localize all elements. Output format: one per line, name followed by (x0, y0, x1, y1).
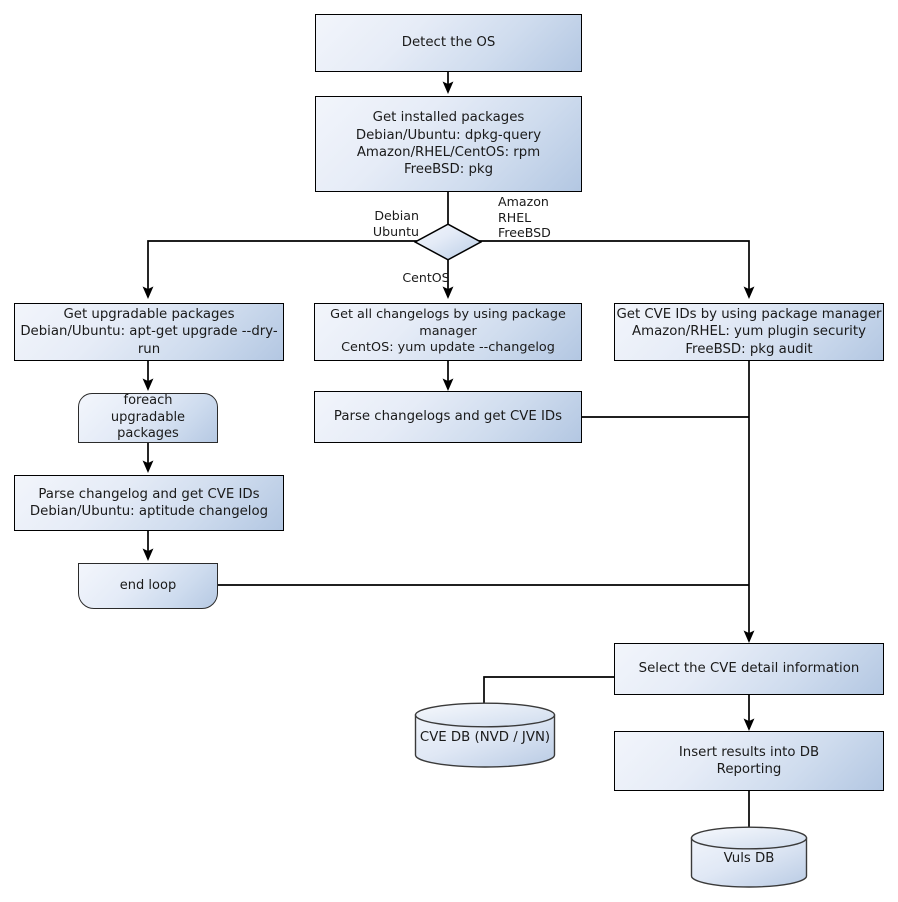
edge-decision-to-upgradable (142, 240, 420, 300)
node-insert-results[interactable]: Insert results into DB Reporting (614, 731, 884, 791)
node-detect-os[interactable]: Detect the OS (315, 14, 582, 72)
node-detect-os-label: Detect the OS (401, 35, 496, 51)
node-get-all-changelogs-label: Get all changelogs by using package mana… (330, 307, 566, 356)
node-get-cve-ids-package-manager[interactable]: Get CVE IDs by using package manager Ama… (614, 303, 884, 361)
node-get-all-changelogs[interactable]: Get all changelogs by using package mana… (314, 303, 582, 361)
edge-label-centos: CentOS (402, 270, 450, 285)
node-cve-db-label: CVE DB (NVD / JVN) (419, 730, 551, 745)
decision-diamond-shape (413, 223, 483, 261)
node-os-decision[interactable] (413, 223, 483, 261)
node-end-loop-label: end loop (119, 577, 177, 593)
node-get-upgradable-packages-label: Get upgradable packages Debian/Ubuntu: a… (20, 307, 278, 357)
edge-decision-to-cveids (476, 240, 755, 300)
node-foreach-upgradable-packages[interactable]: foreach upgradable packages (78, 393, 218, 443)
node-select-cve-detail[interactable]: Select the CVE detail information (614, 643, 884, 695)
node-vuls-db-label: Vuls DB (723, 851, 775, 866)
node-get-installed-packages[interactable]: Get installed packages Debian/Ubuntu: dp… (315, 96, 582, 192)
node-vuls-db[interactable]: Vuls DB (690, 826, 808, 888)
node-get-cve-ids-package-manager-label: Get CVE IDs by using package manager Ama… (616, 307, 882, 357)
edge-label-debian-ubuntu: Debian Ubuntu (372, 208, 419, 239)
node-foreach-upgradable-packages-label: foreach upgradable packages (110, 392, 186, 442)
node-select-cve-detail-label: Select the CVE detail information (638, 661, 860, 677)
cve-db-cylinder-shape (414, 702, 556, 768)
node-parse-changelog-single-label: Parse changelog and get CVE IDs Debian/U… (29, 486, 269, 519)
node-end-loop[interactable]: end loop (78, 563, 218, 609)
edge-label-amazon-rhel-freebsd: Amazon RHEL FreeBSD (498, 194, 551, 241)
vuls-db-cylinder-shape (690, 826, 808, 888)
node-get-installed-packages-label: Get installed packages Debian/Ubuntu: dp… (355, 110, 542, 178)
node-get-upgradable-packages[interactable]: Get upgradable packages Debian/Ubuntu: a… (14, 303, 284, 361)
node-insert-results-label: Insert results into DB Reporting (678, 744, 820, 777)
node-cve-db[interactable]: CVE DB (NVD / JVN) (414, 702, 556, 768)
node-parse-changelogs-label: Parse changelogs and get CVE IDs (333, 409, 563, 425)
node-parse-changelogs[interactable]: Parse changelogs and get CVE IDs (314, 391, 582, 443)
node-parse-changelog-single[interactable]: Parse changelog and get CVE IDs Debian/U… (14, 475, 284, 531)
